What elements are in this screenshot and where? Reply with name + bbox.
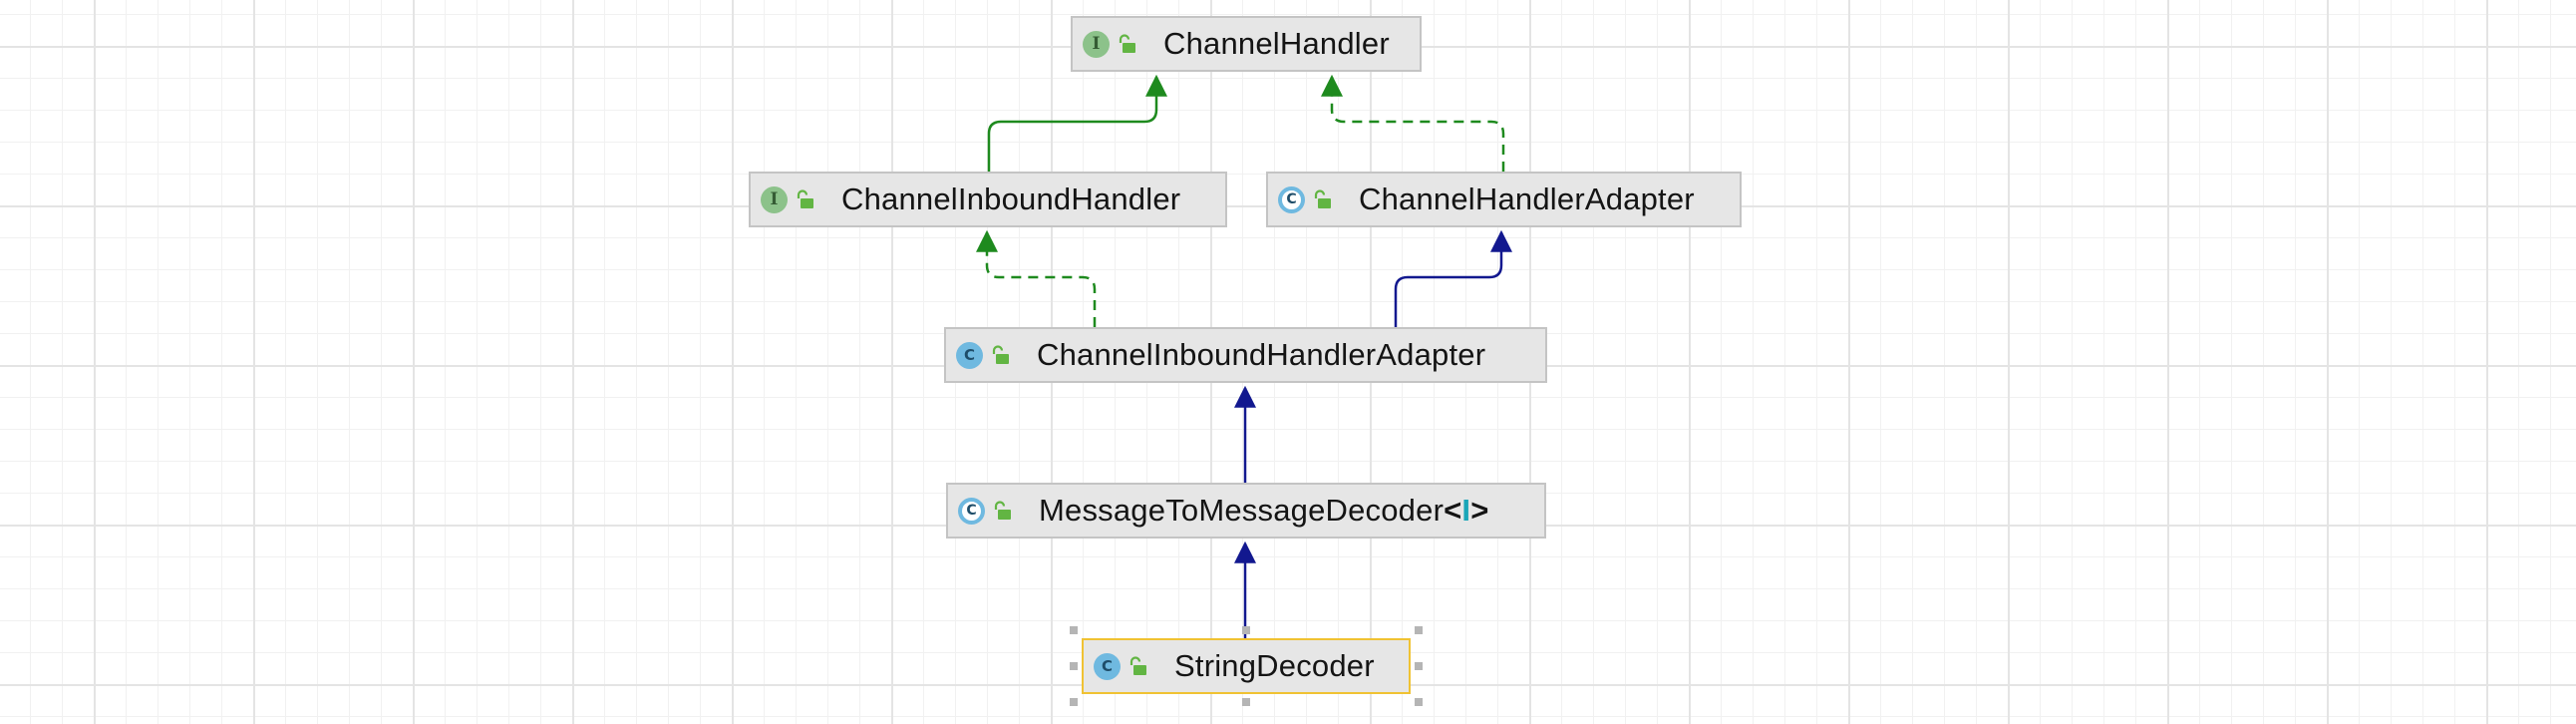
resize-handle-left[interactable] xyxy=(1070,662,1078,670)
abstract-class-icon: C xyxy=(1278,185,1305,213)
node-channel-inbound-handler-adapter[interactable]: C ChannelInboundHandlerAdapter xyxy=(944,327,1547,383)
edge-inbound-adapter-to-inbound-handler xyxy=(976,229,1097,327)
node-label: ChannelHandler xyxy=(1163,26,1390,61)
node-string-decoder[interactable]: C StringDecoder xyxy=(1082,638,1411,694)
class-name: MessageToMessageDecoder xyxy=(1039,493,1445,528)
node-message-to-message-decoder[interactable]: C MessageToMessageDecoder<I> xyxy=(946,483,1546,539)
edge-handler-adapter-to-channel-handler xyxy=(1321,74,1505,172)
public-access-icon xyxy=(1119,34,1135,53)
resize-handle-top-left[interactable] xyxy=(1070,626,1078,634)
class-icon: C xyxy=(956,341,983,369)
node-label: MessageToMessageDecoder<I> xyxy=(1039,493,1489,529)
public-access-icon xyxy=(1314,189,1331,208)
resize-handle-bottom[interactable] xyxy=(1242,698,1250,706)
abstract-class-icon: C xyxy=(958,497,985,525)
resize-handle-bottom-right[interactable] xyxy=(1415,698,1423,706)
node-channel-inbound-handler[interactable]: I ChannelInboundHandler xyxy=(749,172,1227,227)
node-label: StringDecoder xyxy=(1174,648,1375,683)
resize-handle-top-right[interactable] xyxy=(1415,626,1423,634)
public-access-icon xyxy=(1129,656,1146,675)
resize-handle-bottom-left[interactable] xyxy=(1070,698,1078,706)
public-access-icon xyxy=(994,501,1011,520)
resize-handle-right[interactable] xyxy=(1415,662,1423,670)
interface-icon: I xyxy=(1083,30,1110,58)
node-channel-handler-adapter[interactable]: C ChannelHandlerAdapter xyxy=(1266,172,1742,227)
type-param-open: < xyxy=(1444,493,1462,528)
interface-icon: I xyxy=(761,185,788,213)
edge-inbound-adapter-to-handler-adapter xyxy=(1394,229,1512,327)
public-access-icon xyxy=(992,345,1009,364)
resize-handle-top[interactable] xyxy=(1242,626,1250,634)
public-access-icon xyxy=(797,189,813,208)
type-param: I xyxy=(1461,493,1471,528)
type-param-close: > xyxy=(1470,493,1489,528)
node-label: ChannelInboundHandler xyxy=(841,181,1181,216)
node-label: ChannelHandlerAdapter xyxy=(1359,181,1695,216)
edge-inbound-handler-to-channel-handler xyxy=(987,74,1167,172)
node-channel-handler[interactable]: I ChannelHandler xyxy=(1071,16,1422,72)
class-icon: C xyxy=(1094,652,1121,680)
node-label: ChannelInboundHandlerAdapter xyxy=(1037,337,1486,372)
